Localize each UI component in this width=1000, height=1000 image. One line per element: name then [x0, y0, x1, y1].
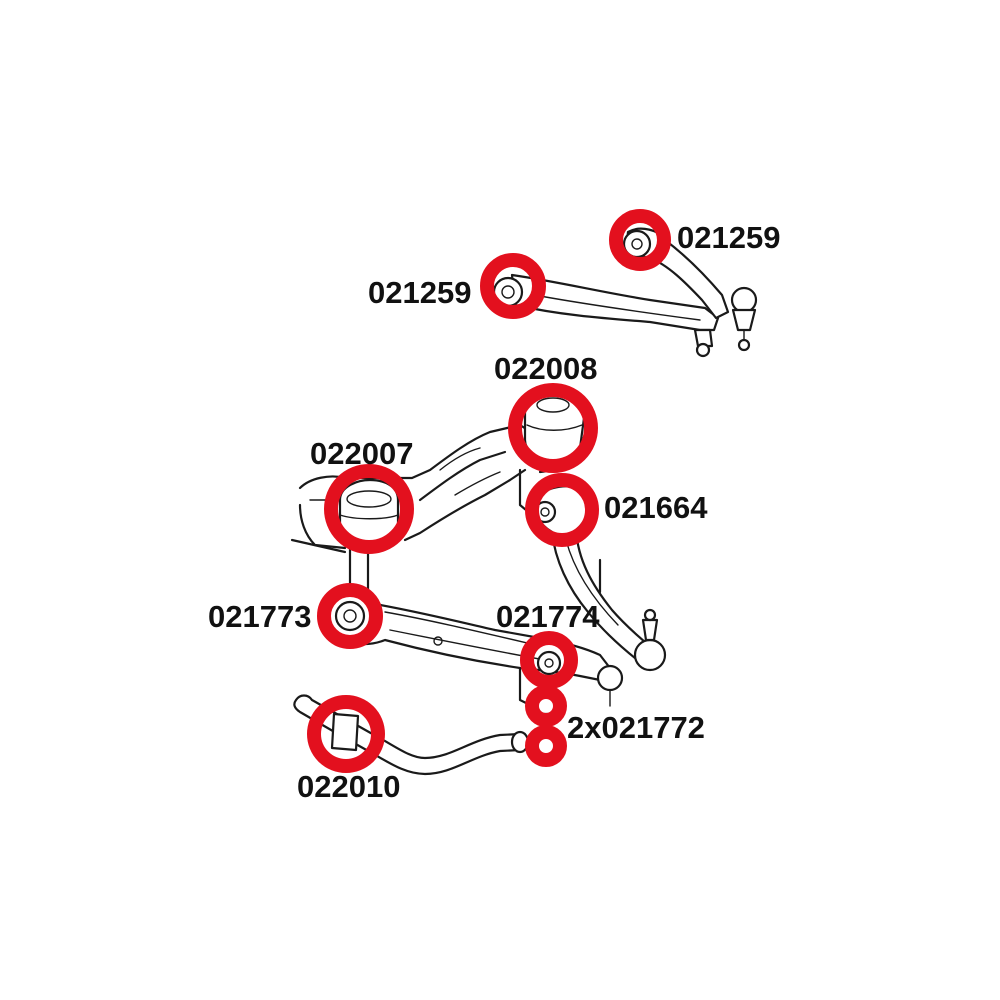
- upper-control-arm-front: [622, 227, 758, 352]
- label-021259-right: 021259: [677, 220, 780, 255]
- stabilizer-bar: [293, 694, 530, 776]
- highlight-ring-022008: [508, 383, 598, 473]
- label-021259-left: 021259: [368, 275, 471, 310]
- label-021773: 021773: [208, 599, 311, 634]
- upper-control-arm-rear: [492, 273, 720, 358]
- highlight-ring-021772-top: [525, 685, 567, 727]
- highlight-ring-021259-front: [609, 209, 671, 271]
- highlight-ring-021664: [525, 473, 599, 547]
- label-021774: 021774: [496, 599, 600, 634]
- label-022007: 022007: [310, 436, 413, 471]
- label-021664: 021664: [604, 490, 708, 525]
- label-022010: 022010: [297, 769, 400, 804]
- highlight-ring-021773: [317, 583, 383, 649]
- highlight-ring-022010: [307, 695, 385, 773]
- highlight-rings: [307, 209, 671, 773]
- highlight-ring-021259-rear: [480, 253, 546, 319]
- highlight-ring-022007: [324, 464, 414, 554]
- label-022008: 022008: [494, 351, 597, 386]
- highlight-ring-021774: [520, 631, 578, 689]
- highlight-ring-021772-bottom: [525, 725, 567, 767]
- label-2x021772: 2x021772: [567, 710, 705, 745]
